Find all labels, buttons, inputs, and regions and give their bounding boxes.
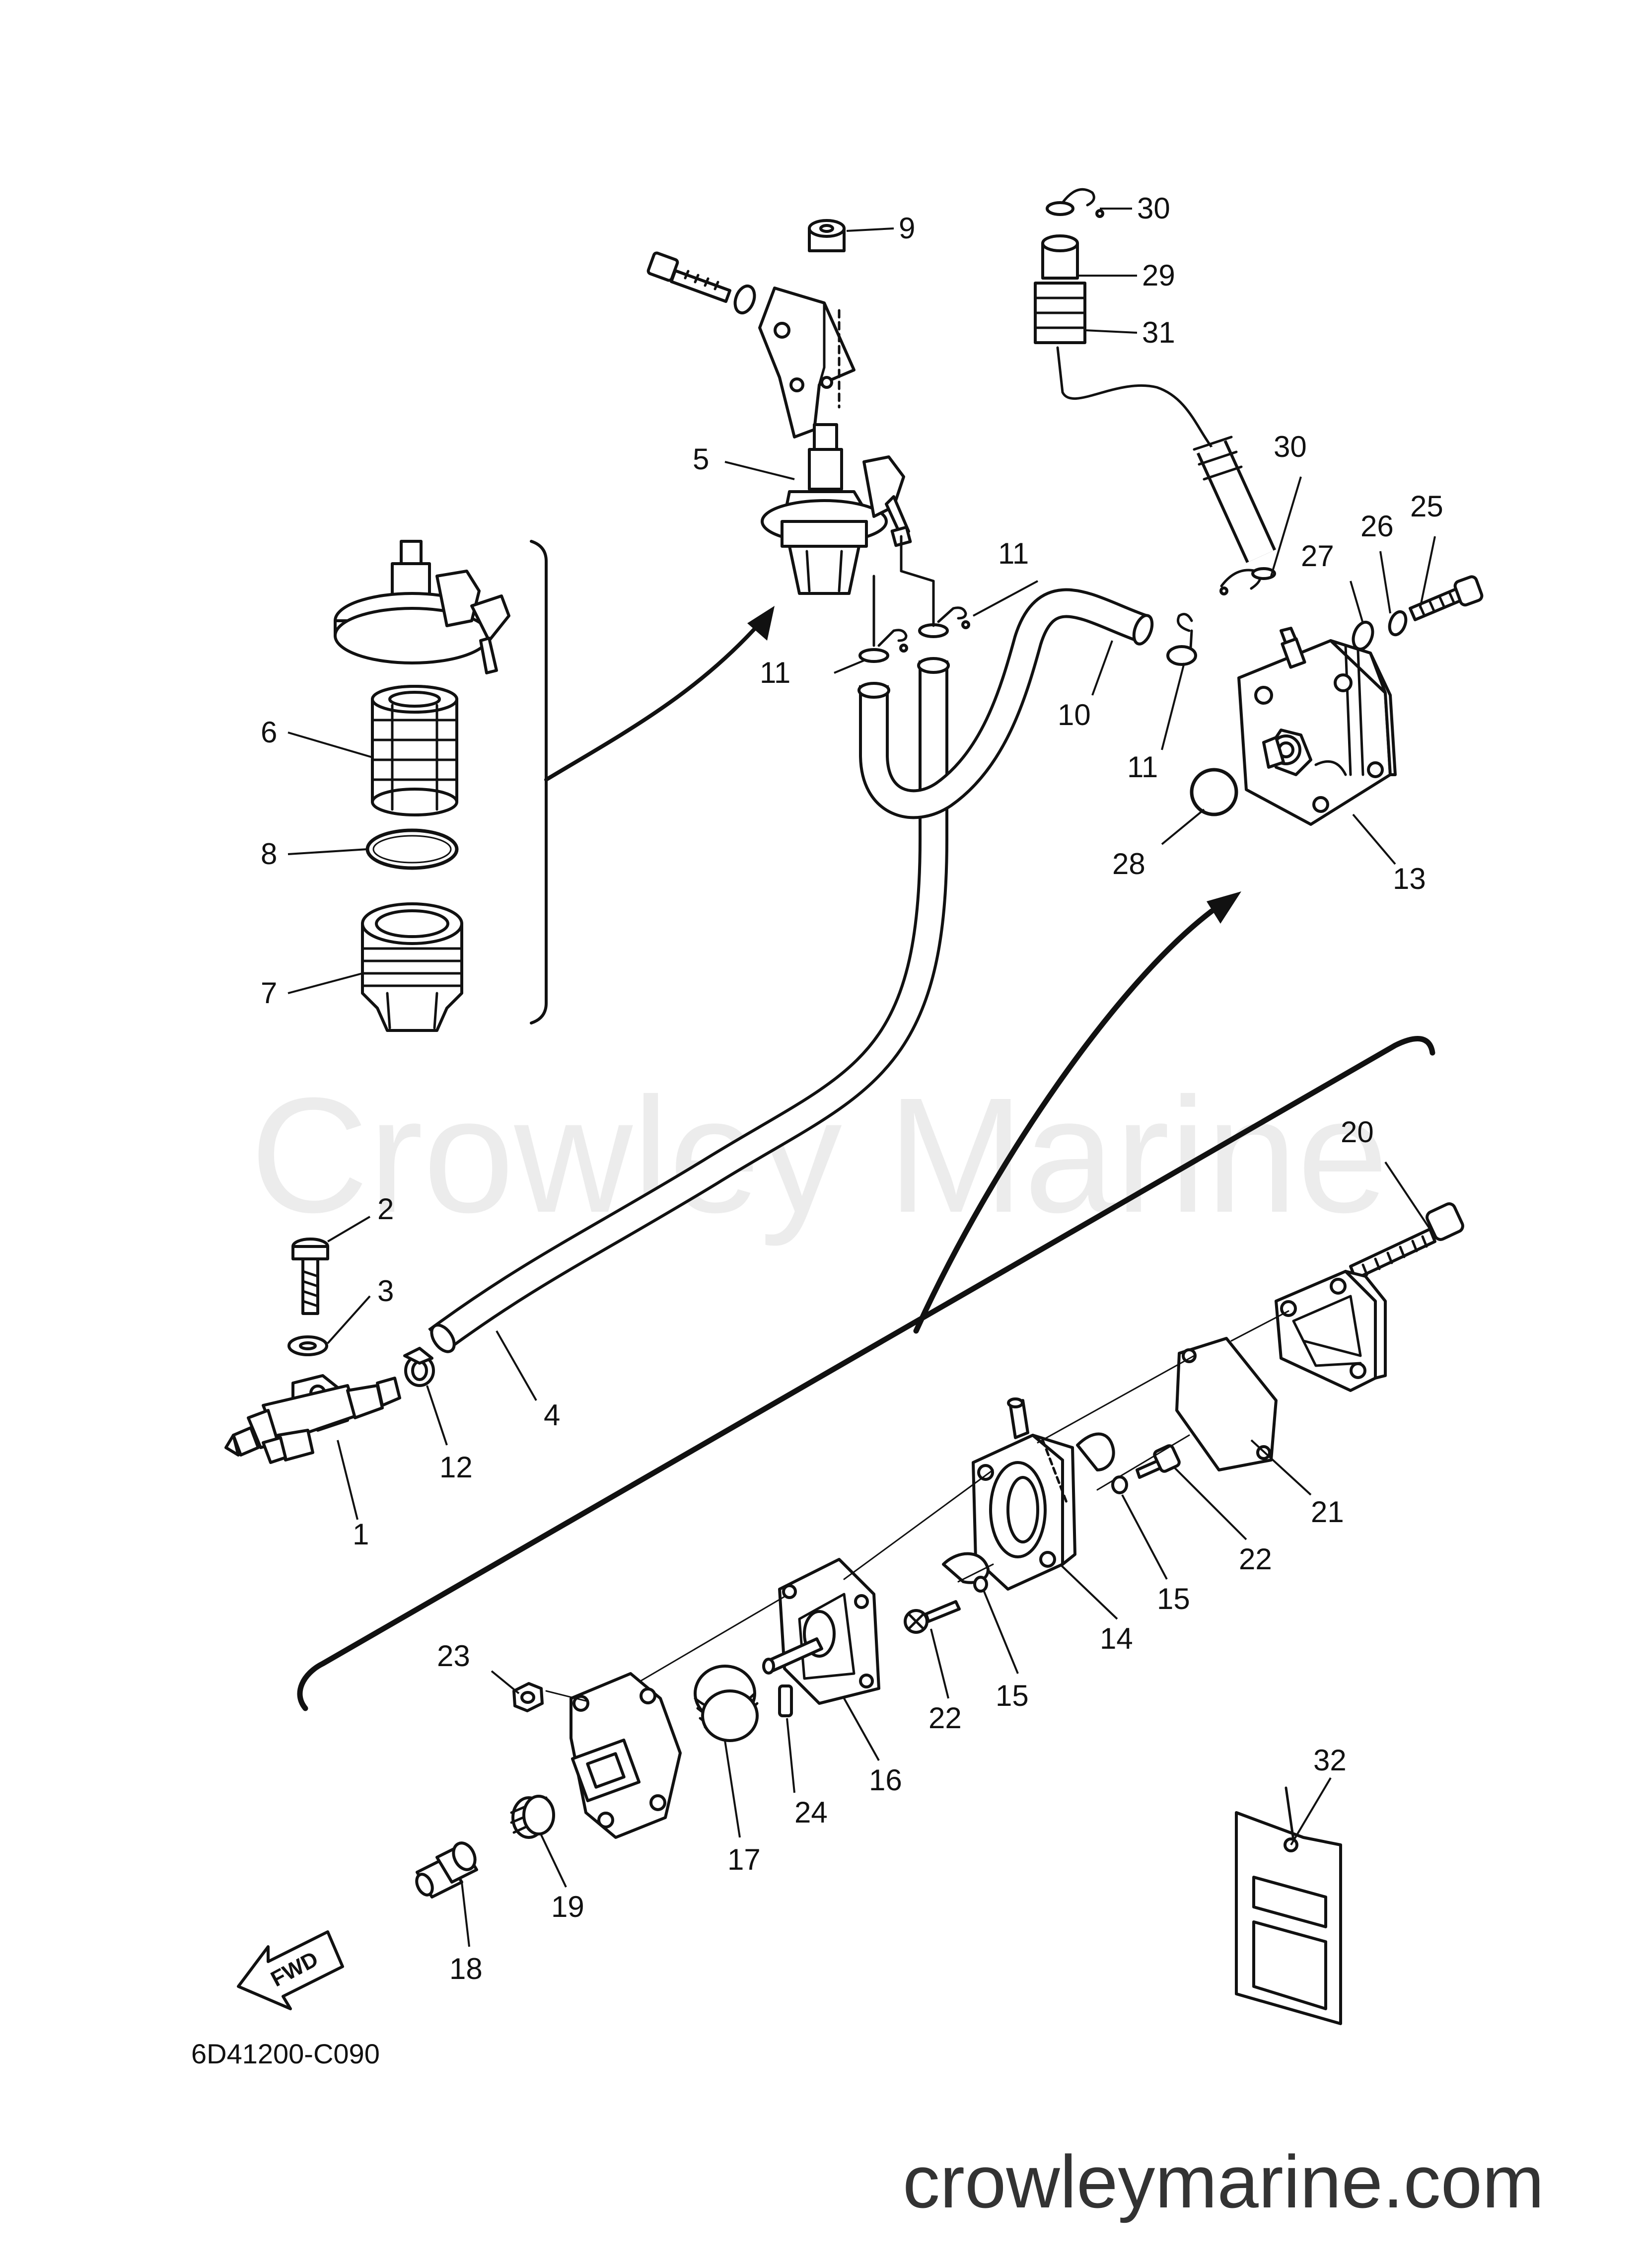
pin-24 bbox=[778, 1684, 793, 1717]
filter-to-hose-lines bbox=[872, 535, 935, 647]
clip-11-a bbox=[858, 629, 908, 663]
fuel-connector-1 bbox=[224, 1374, 401, 1464]
diagram-code: 6D41200-C090 bbox=[191, 2038, 380, 2069]
fuel-hose-main bbox=[428, 657, 950, 1353]
arrow-to-filter bbox=[544, 621, 762, 782]
callout-5: 5 bbox=[693, 442, 709, 476]
washer-3 bbox=[287, 1335, 328, 1356]
o-ring-28 bbox=[1190, 768, 1238, 816]
diaphragm-16 bbox=[762, 1558, 880, 1705]
callout-8: 8 bbox=[261, 837, 277, 871]
explode-line-b bbox=[545, 1434, 1190, 1702]
filter-element-6 bbox=[371, 685, 458, 816]
group-bracket bbox=[530, 540, 548, 1024]
callout-32: 32 bbox=[1313, 1744, 1347, 1777]
divider-line bbox=[297, 1036, 1435, 1711]
plunger-18 bbox=[415, 1841, 478, 1899]
callout-16: 16 bbox=[869, 1763, 902, 1797]
cover-plate bbox=[1275, 1270, 1387, 1392]
callout-30-pump: 30 bbox=[1274, 430, 1307, 463]
callout-10: 10 bbox=[1058, 698, 1091, 732]
primer-hose-29 bbox=[1056, 346, 1277, 563]
bolt-with-washer bbox=[646, 251, 756, 315]
callout-13: 13 bbox=[1393, 862, 1426, 895]
callout-14: 14 bbox=[1100, 1622, 1133, 1655]
callout-1: 1 bbox=[353, 1518, 369, 1551]
callout-labels: 30 9 29 31 5 30 25 26 27 11 11 10 11 6 8… bbox=[261, 192, 1443, 1985]
callout-26: 26 bbox=[1360, 510, 1394, 543]
pump-cover-base bbox=[570, 1672, 682, 1839]
callout-9: 9 bbox=[899, 212, 915, 245]
washer-27 bbox=[1352, 620, 1374, 651]
callout-11-top: 11 bbox=[998, 537, 1029, 570]
callout-17: 17 bbox=[727, 1843, 761, 1876]
callout-6: 6 bbox=[261, 716, 277, 749]
callout-30: 30 bbox=[1137, 192, 1170, 225]
callout-22-upper: 22 bbox=[1239, 1542, 1272, 1576]
callout-20: 20 bbox=[1341, 1115, 1374, 1149]
valve-15-lower bbox=[942, 1552, 990, 1593]
fwd-arrow-icon: FWD bbox=[237, 1930, 344, 2010]
callout-2: 2 bbox=[377, 1192, 394, 1226]
callout-24: 24 bbox=[794, 1796, 828, 1829]
clip-11-b bbox=[918, 606, 970, 638]
o-ring-8-inner bbox=[372, 835, 452, 864]
arrow-to-pump bbox=[913, 908, 1214, 1334]
callout-19: 19 bbox=[551, 1890, 584, 1923]
callout-29: 29 bbox=[1142, 259, 1175, 292]
callout-21: 21 bbox=[1311, 1495, 1344, 1529]
spring-19 bbox=[510, 1795, 555, 1839]
callout-3: 3 bbox=[377, 1274, 394, 1308]
washer-26 bbox=[1388, 610, 1408, 637]
filter-cap-exploded bbox=[334, 540, 510, 674]
callout-11-pump: 11 bbox=[1127, 750, 1158, 784]
primer-sleeve-31 bbox=[1034, 282, 1086, 344]
gasket-21 bbox=[1175, 1337, 1278, 1471]
callout-18: 18 bbox=[449, 1952, 483, 1985]
footer-url: crowleymarine.com bbox=[903, 2140, 1544, 2223]
nut-9 bbox=[808, 219, 846, 252]
callout-25: 25 bbox=[1410, 490, 1443, 523]
filter-cup-7 bbox=[361, 902, 463, 1032]
clip-30-top bbox=[1046, 188, 1104, 218]
screw-22-lower bbox=[904, 1600, 961, 1634]
callout-27: 27 bbox=[1301, 539, 1334, 573]
leader-lines bbox=[287, 208, 1436, 1947]
callout-11-mid: 11 bbox=[760, 656, 790, 689]
callout-15-lower: 15 bbox=[996, 1679, 1029, 1712]
callout-22-lower: 22 bbox=[928, 1701, 962, 1735]
primer-bulb-29 bbox=[1041, 234, 1079, 280]
callout-7: 7 bbox=[261, 976, 277, 1010]
mounting-bracket bbox=[758, 287, 856, 439]
arrow-head-pump bbox=[1207, 891, 1241, 924]
label-tag-32 bbox=[1235, 1786, 1342, 2025]
callout-31: 31 bbox=[1142, 316, 1175, 349]
callout-28: 28 bbox=[1112, 847, 1145, 880]
hose-clip-12 bbox=[403, 1347, 435, 1387]
callout-15-upper: 15 bbox=[1157, 1582, 1190, 1615]
clip-11-pump bbox=[1166, 613, 1197, 666]
fuel-hose-10 bbox=[857, 588, 1154, 819]
bolt-2 bbox=[291, 1238, 329, 1315]
screw-22-upper bbox=[1136, 1444, 1181, 1479]
nut-23 bbox=[512, 1682, 544, 1712]
pump-body-14 bbox=[972, 1397, 1076, 1591]
callout-12: 12 bbox=[439, 1451, 473, 1484]
arrow-head-filter bbox=[747, 606, 775, 641]
spring-17 bbox=[694, 1665, 759, 1742]
valve-15-upper bbox=[1076, 1432, 1128, 1494]
bolt-25 bbox=[1409, 575, 1484, 621]
clip-30-pump bbox=[1219, 567, 1276, 595]
callout-4: 4 bbox=[544, 1398, 560, 1432]
callout-23: 23 bbox=[437, 1639, 470, 1673]
fuel-pump-13 bbox=[1237, 627, 1397, 826]
fuel-filter-5 bbox=[761, 423, 912, 595]
explode-line-a bbox=[640, 1310, 1289, 1682]
